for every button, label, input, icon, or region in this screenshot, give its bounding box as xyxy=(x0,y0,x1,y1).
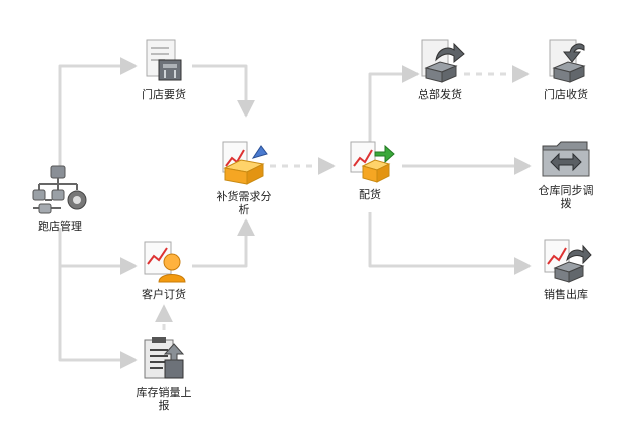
node-warehouse-transfer[interactable]: 仓库同步调拨 xyxy=(526,134,606,210)
node-label: 库存销量上报 xyxy=(136,386,192,412)
node-label: 配货 xyxy=(359,188,381,201)
node-store-manage[interactable]: 跑店管理 xyxy=(20,164,100,233)
box-green-arrow-icon xyxy=(350,141,395,183)
folder-swap-icon xyxy=(542,141,590,177)
node-customer-order[interactable]: 客户订货 xyxy=(124,238,204,301)
chart-box-arrow-icon xyxy=(544,239,592,283)
edge-request-to-analysis xyxy=(192,64,255,118)
node-store-receive[interactable]: 门店收货 xyxy=(526,38,606,101)
node-label: 仓库同步调拨 xyxy=(538,184,594,210)
document-box-icon xyxy=(146,39,182,81)
node-label: 补货需求分析 xyxy=(216,190,272,216)
node-label: 门店收货 xyxy=(544,88,588,101)
org-structure-gear-icon xyxy=(32,165,87,214)
edge-manage-to-report xyxy=(58,266,138,369)
open-box-analysis-icon xyxy=(222,141,268,185)
node-sales-outbound[interactable]: 销售出库 xyxy=(526,238,606,301)
edge-alloc-to-sales xyxy=(368,212,532,275)
node-allocation[interactable]: 配货 xyxy=(330,140,410,201)
node-hq-ship[interactable]: 总部发货 xyxy=(400,38,480,101)
node-inventory-report[interactable]: 库存销量上报 xyxy=(124,336,204,412)
edge-alloc-to-hq xyxy=(368,65,420,142)
node-label: 销售出库 xyxy=(544,288,588,301)
node-label: 客户订货 xyxy=(142,288,186,301)
node-store-request[interactable]: 门店要货 xyxy=(124,38,204,101)
node-label: 门店要货 xyxy=(142,88,186,101)
node-label: 总部发货 xyxy=(418,88,462,101)
node-replenish-analysis[interactable]: 补货需求分析 xyxy=(204,138,284,216)
box-in-arrow-icon xyxy=(549,39,586,83)
clipboard-report-icon xyxy=(144,337,185,379)
node-label: 跑店管理 xyxy=(38,220,82,233)
user-chart-icon xyxy=(144,241,186,283)
edge-manage-to-request xyxy=(58,57,138,178)
edge-order-to-analysis xyxy=(192,218,255,268)
box-out-arrow-icon xyxy=(421,39,465,83)
